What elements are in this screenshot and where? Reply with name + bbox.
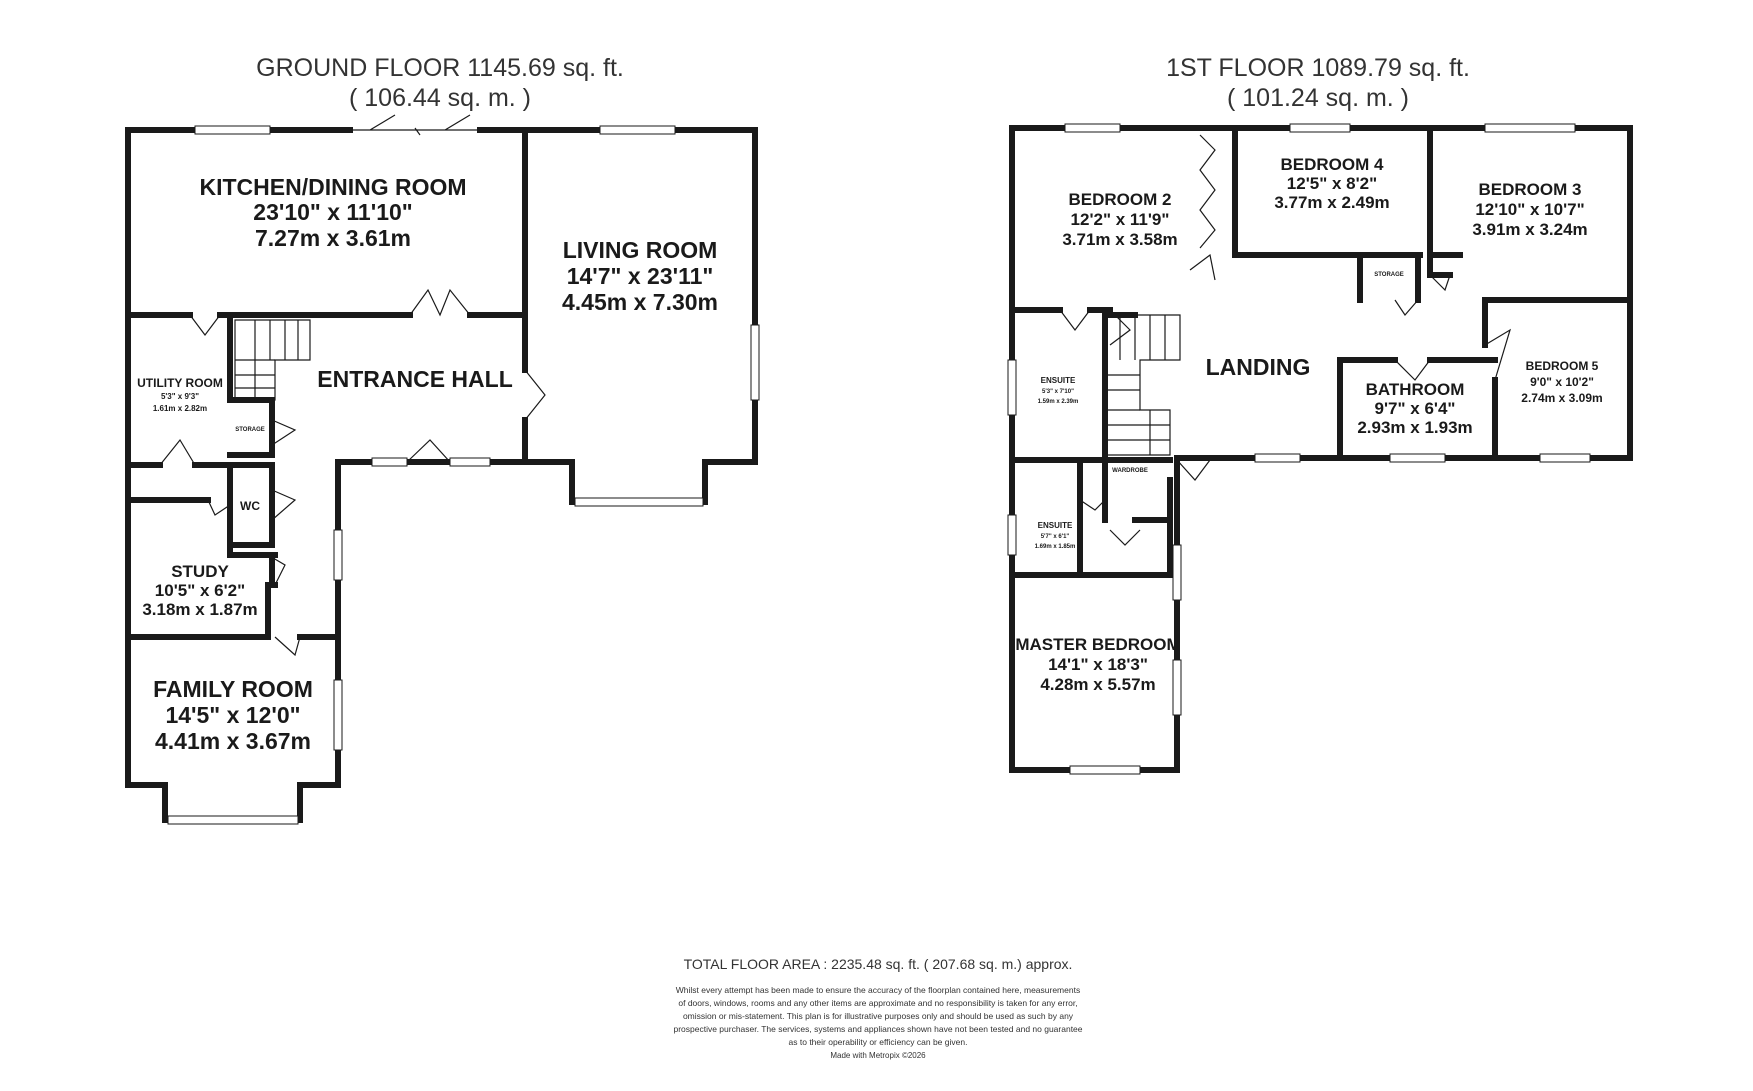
utility-metric: 1.61m x 2.82m bbox=[153, 404, 207, 413]
bedroom5-name: BEDROOM 5 bbox=[1526, 359, 1599, 373]
ground-floor-plan: GROUND FLOOR 1145.69 sq. ft. ( 106.44 sq… bbox=[125, 54, 760, 825]
bedroom3-name: BEDROOM 3 bbox=[1479, 180, 1582, 199]
study-name: STUDY bbox=[171, 562, 229, 581]
entrance-hall-name: ENTRANCE HALL bbox=[317, 366, 513, 392]
made-with-credit: Made with Metropix ©2026 bbox=[830, 1051, 926, 1060]
ground-floor-room-labels: KITCHEN/DINING ROOM 23'10" x 11'10" 7.27… bbox=[137, 174, 718, 754]
kitchen-imperial: 23'10" x 11'10" bbox=[253, 199, 412, 225]
master-bedroom-imperial: 14'1" x 18'3" bbox=[1048, 655, 1148, 674]
ensuite1-imperial: 5'3" x 7'10" bbox=[1042, 389, 1074, 395]
landing-name: LANDING bbox=[1206, 354, 1311, 380]
bedroom2-metric: 3.71m x 3.58m bbox=[1062, 230, 1177, 249]
disclaimer-line: Whilst every attempt has been made to en… bbox=[676, 985, 1080, 995]
study-imperial: 10'5" x 6'2" bbox=[155, 581, 245, 600]
bathroom-imperial: 9'7" x 6'4" bbox=[1375, 399, 1456, 418]
ensuite1-metric: 1.59m x 2.39m bbox=[1038, 399, 1079, 405]
family-room-name: FAMILY ROOM bbox=[153, 676, 313, 702]
bedroom2-imperial: 12'2" x 11'9" bbox=[1071, 210, 1170, 229]
total-floor-area: TOTAL FLOOR AREA : 2235.48 sq. ft. ( 207… bbox=[684, 956, 1073, 972]
bedroom2-name: BEDROOM 2 bbox=[1069, 190, 1172, 209]
ensuite2-imperial: 5'7" x 6'1" bbox=[1041, 534, 1070, 540]
living-metric: 4.45m x 7.30m bbox=[562, 289, 718, 315]
kitchen-name: KITCHEN/DINING ROOM bbox=[199, 174, 466, 200]
master-bedroom-name: MASTER BEDROOM bbox=[1015, 635, 1180, 654]
bathroom-name: BATHROOM bbox=[1366, 380, 1465, 399]
first-floor-windows bbox=[1007, 123, 1591, 775]
ensuite1-name: ENSUITE bbox=[1041, 376, 1076, 385]
first-storage-name: STORAGE bbox=[1374, 272, 1404, 278]
living-imperial: 14'7" x 23'11" bbox=[567, 263, 714, 289]
family-room-imperial: 14'5" x 12'0" bbox=[165, 702, 300, 728]
utility-name: UTILITY ROOM bbox=[137, 376, 223, 390]
living-name: LIVING ROOM bbox=[563, 237, 718, 263]
bedroom5-imperial: 9'0" x 10'2" bbox=[1530, 375, 1594, 389]
first-floor-plan: 1ST FLOOR 1089.79 sq. ft. ( 101.24 sq. m… bbox=[1007, 54, 1633, 775]
first-floor-walls bbox=[1009, 125, 1633, 773]
first-floor-doors bbox=[1059, 134, 1512, 546]
bedroom3-metric: 3.91m x 3.24m bbox=[1472, 220, 1587, 239]
disclaimer-line: as to their operability or efficiency ca… bbox=[789, 1037, 968, 1047]
master-bedroom-metric: 4.28m x 5.57m bbox=[1040, 675, 1155, 694]
study-metric: 3.18m x 1.87m bbox=[142, 600, 257, 619]
family-room-metric: 4.41m x 3.67m bbox=[155, 728, 311, 754]
ensuite2-metric: 1.69m x 1.85m bbox=[1035, 544, 1076, 550]
ground-floor-windows bbox=[167, 125, 760, 825]
utility-imperial: 5'3" x 9'3" bbox=[161, 392, 199, 401]
bathroom-metric: 2.93m x 1.93m bbox=[1357, 418, 1472, 437]
bedroom4-imperial: 12'5" x 8'2" bbox=[1287, 174, 1377, 193]
disclaimer-line: prospective purchaser. The services, sys… bbox=[673, 1024, 1082, 1034]
ground-floor-doors bbox=[159, 114, 546, 657]
ground-floor-subtitle: ( 106.44 sq. m. ) bbox=[349, 84, 531, 112]
ground-floor-title: GROUND FLOOR 1145.69 sq. ft. bbox=[256, 54, 624, 82]
footer: TOTAL FLOOR AREA : 2235.48 sq. ft. ( 207… bbox=[673, 956, 1082, 1060]
first-floor-room-labels: BEDROOM 2 12'2" x 11'9" 3.71m x 3.58m BE… bbox=[1015, 155, 1602, 694]
disclaimer-line: of doors, windows, rooms and any other i… bbox=[678, 998, 1077, 1008]
wardrobe-name: WARDROBE bbox=[1112, 468, 1148, 474]
first-floor-title: 1ST FLOOR 1089.79 sq. ft. bbox=[1166, 54, 1470, 82]
disclaimer-line: omission or mis-statement. This plan is … bbox=[683, 1011, 1074, 1021]
bedroom4-name: BEDROOM 4 bbox=[1281, 155, 1385, 174]
wc-name: WC bbox=[240, 499, 260, 513]
ensuite2-name: ENSUITE bbox=[1038, 521, 1073, 530]
bedroom5-metric: 2.74m x 3.09m bbox=[1521, 391, 1602, 405]
first-floor-subtitle: ( 101.24 sq. m. ) bbox=[1227, 84, 1409, 112]
bedroom3-imperial: 12'10" x 10'7" bbox=[1475, 200, 1584, 219]
bedroom4-metric: 3.77m x 2.49m bbox=[1274, 193, 1389, 212]
kitchen-metric: 7.27m x 3.61m bbox=[255, 225, 411, 251]
ground-storage-name: STORAGE bbox=[235, 427, 265, 433]
